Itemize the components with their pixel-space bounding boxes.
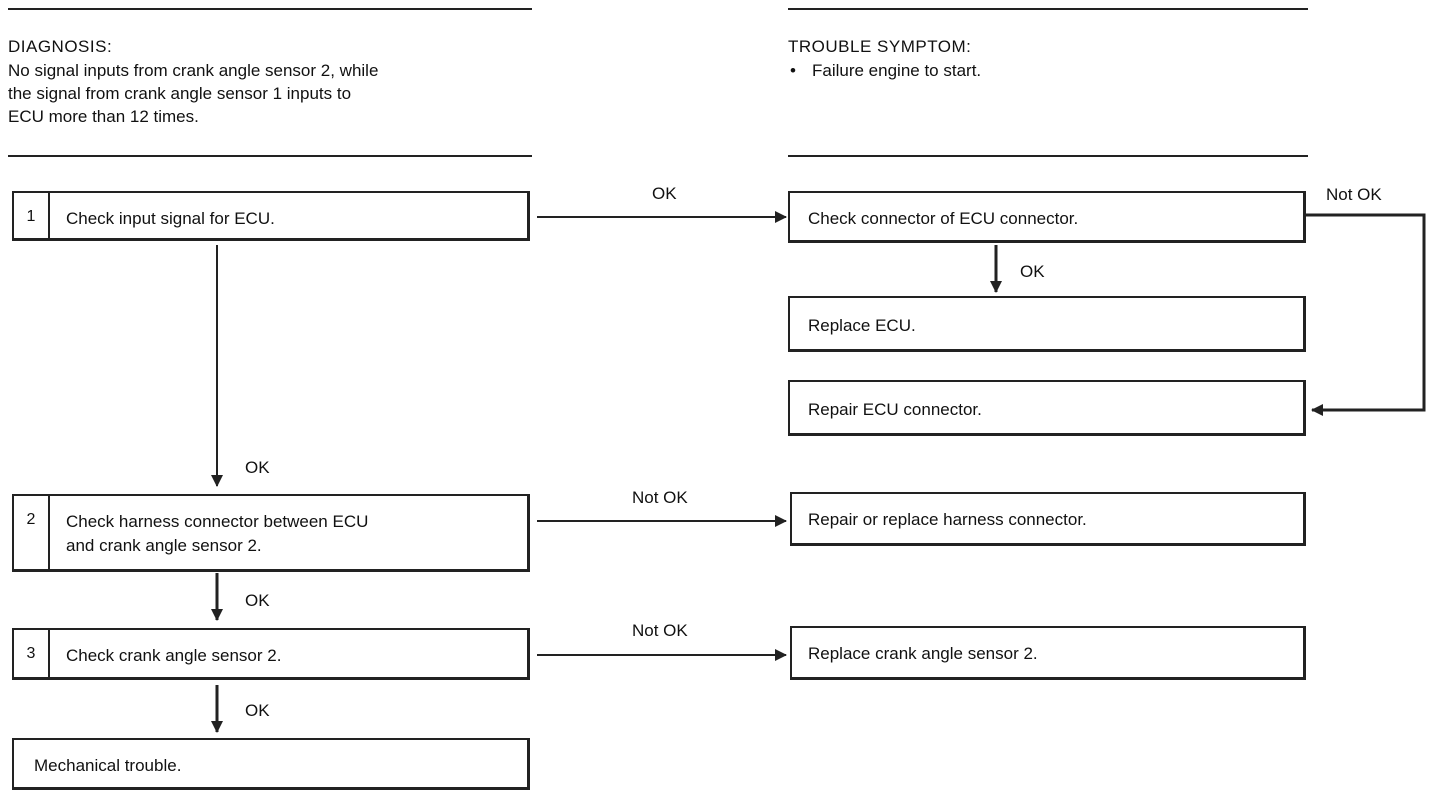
mechanical-trouble-label: Mechanical trouble. — [34, 756, 182, 775]
right-bottom-rule — [788, 155, 1308, 157]
step-3-label: Check crank angle sensor 2. — [66, 646, 282, 665]
repair-harness-label: Repair or replace harness connector. — [808, 510, 1087, 529]
right-top-rule — [788, 8, 1308, 10]
label-ok-step3-down: OK — [245, 701, 270, 720]
step-1-number: 1 — [14, 193, 50, 238]
label-ok-step1-right: OK — [652, 184, 677, 203]
repair-ecu-connector-label: Repair ECU connector. — [808, 400, 982, 419]
diagnosis-line-1: No signal inputs from crank angle sensor… — [8, 61, 379, 80]
step-1-box: 1 Check input signal for ECU. — [12, 191, 530, 241]
diagnosis-line-2: the signal from crank angle sensor 1 inp… — [8, 84, 352, 103]
repair-ecu-connector-box: Repair ECU connector. — [788, 380, 1306, 436]
trouble-symptom-title: TROUBLE SYMPTOM: — [788, 37, 972, 56]
label-ok-step2-down: OK — [245, 591, 270, 610]
replace-ecu-box: Replace ECU. — [788, 296, 1306, 352]
step-2-box: 2 Check harness connector between ECU an… — [12, 494, 530, 572]
label-ok-step1-down: OK — [245, 458, 270, 477]
step-1-label: Check input signal for ECU. — [66, 209, 275, 228]
repair-harness-box: Repair or replace harness connector. — [790, 492, 1306, 546]
symptom-item: Failure engine to start. — [812, 61, 982, 80]
label-not-ok-ecu-connector: Not OK — [1326, 185, 1382, 204]
label-not-ok-step3: Not OK — [632, 621, 688, 640]
diagnosis-line-3: ECU more than 12 times. — [8, 107, 199, 126]
step-2-label-line-1: Check harness connector between ECU — [66, 512, 369, 531]
step-2-label-line-2: and crank angle sensor 2. — [66, 536, 262, 555]
step-3-number: 3 — [14, 630, 50, 677]
step-3-box: 3 Check crank angle sensor 2. — [12, 628, 530, 680]
check-ecu-connector-label: Check connector of ECU connector. — [808, 209, 1079, 228]
check-ecu-connector-box: Check connector of ECU connector. — [788, 191, 1306, 243]
step-2-label: Check harness connector between ECU and … — [66, 510, 368, 558]
replace-ecu-label: Replace ECU. — [808, 316, 916, 335]
left-top-rule — [8, 8, 532, 10]
replace-sensor-label: Replace crank angle sensor 2. — [808, 644, 1038, 663]
label-ok-replace-ecu: OK — [1020, 262, 1045, 281]
arrow-check-connector-to-repair-connector — [1306, 213, 1426, 416]
left-bottom-rule — [8, 155, 532, 157]
step-2-number: 2 — [14, 496, 50, 569]
replace-sensor-box: Replace crank angle sensor 2. — [790, 626, 1306, 680]
mechanical-trouble-box: Mechanical trouble. — [12, 738, 530, 790]
diagnosis-title: DIAGNOSIS: — [8, 37, 113, 56]
symptom-bullet: • — [790, 61, 796, 80]
label-not-ok-step2: Not OK — [632, 488, 688, 507]
